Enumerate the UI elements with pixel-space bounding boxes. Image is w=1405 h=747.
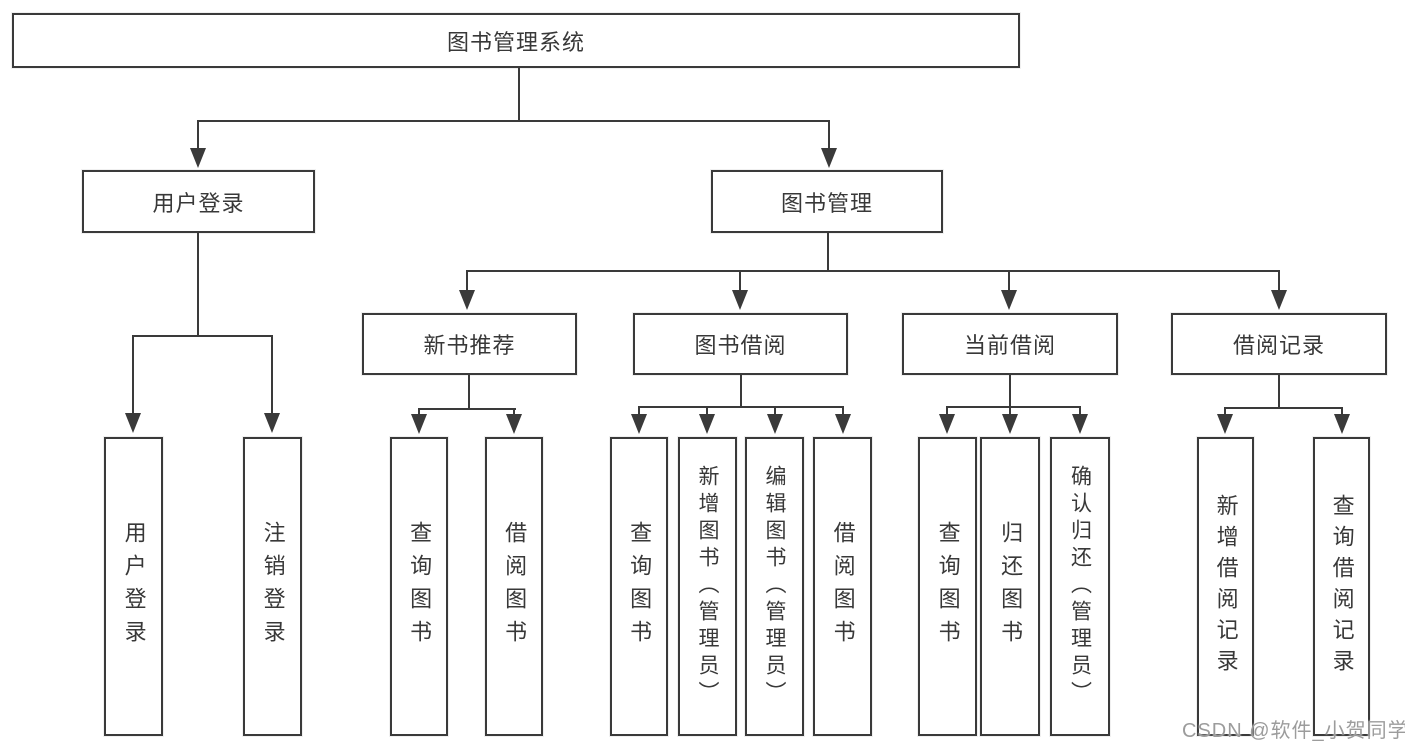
node-root: 图书管理系统 [12, 13, 1020, 68]
leaf-nr-query-books-label: 查询图书 [407, 520, 433, 653]
csdn-watermark: CSDN @软件_小贺同学 [1182, 720, 1405, 742]
leaf-logout-login-label: 注销登录 [260, 520, 286, 653]
connector-line [638, 406, 844, 408]
leaf-br-add-record-label: 新增借阅记录 [1213, 493, 1239, 680]
arrow-down-icon [699, 414, 715, 434]
leaf-user-login: 用户登录 [104, 437, 163, 736]
arrow-down-icon [732, 290, 748, 310]
connector-line [1079, 406, 1081, 416]
leaf-bb-edit-book-admin-label: 编辑图书（管理员） [763, 465, 787, 708]
arrow-down-icon [1271, 290, 1287, 310]
connector-line [1008, 270, 1010, 292]
node-borrowing-records: 借阅记录 [1171, 313, 1387, 375]
connector-line [638, 406, 640, 416]
connector-line [740, 375, 742, 408]
leaf-user-login-label: 用户登录 [121, 520, 147, 653]
connector-line [197, 120, 199, 150]
connector-line [132, 335, 134, 415]
connector-line [1009, 375, 1011, 408]
node-book-borrowing-label: 图书借阅 [694, 333, 787, 358]
connector-line [518, 68, 520, 122]
node-root-label: 图书管理系统 [446, 29, 585, 55]
leaf-nr-query-books: 查询图书 [390, 437, 448, 736]
leaf-bb-query-books-label: 查询图书 [627, 520, 653, 653]
leaf-bb-borrow-books-label: 借阅图书 [830, 520, 856, 653]
node-current-borrowing-label: 当前借阅 [963, 333, 1056, 358]
leaf-cb-query-books-label: 查询图书 [935, 520, 961, 653]
leaf-cb-confirm-return-admin-label: 确认归还（管理员） [1068, 465, 1092, 708]
node-book-borrowing: 图书借阅 [633, 313, 848, 375]
connector-line [1341, 407, 1343, 415]
node-book-management: 图书管理 [711, 170, 943, 233]
connector-line [513, 408, 515, 416]
leaf-bb-edit-book-admin: 编辑图书（管理员） [745, 437, 804, 736]
arrow-down-icon [1072, 414, 1088, 434]
node-user-login-label: 用户登录 [152, 190, 245, 216]
connector-line [197, 233, 199, 337]
node-new-book-recommendation-label: 新书推荐 [423, 333, 516, 358]
connector-line [1224, 407, 1226, 415]
leaf-bb-add-book-admin-label: 新增图书（管理员） [696, 465, 720, 708]
arrow-down-icon [821, 148, 837, 168]
connector-line [774, 406, 776, 416]
connector-line [418, 408, 516, 410]
leaf-nr-borrow-books: 借阅图书 [485, 437, 543, 736]
connector-line [1278, 270, 1280, 292]
connector-line [466, 270, 1280, 272]
leaf-bb-add-book-admin: 新增图书（管理员） [678, 437, 737, 736]
node-current-borrowing: 当前借阅 [902, 313, 1118, 375]
leaf-bb-borrow-books: 借阅图书 [813, 437, 872, 736]
leaf-br-query-record: 查询借阅记录 [1313, 437, 1370, 736]
arrow-down-icon [506, 414, 522, 434]
connector-line [946, 406, 948, 416]
arrow-down-icon [264, 413, 280, 433]
arrow-down-icon [767, 414, 783, 434]
connector-line [842, 406, 844, 416]
leaf-cb-return-books: 归还图书 [980, 437, 1040, 736]
connector-line [706, 406, 708, 416]
connector-line [739, 270, 741, 292]
leaf-br-add-record: 新增借阅记录 [1197, 437, 1254, 736]
arrow-down-icon [835, 414, 851, 434]
connector-line [828, 120, 830, 150]
arrow-down-icon [1001, 290, 1017, 310]
arrow-down-icon [631, 414, 647, 434]
connector-line [468, 375, 470, 410]
connector-line [827, 233, 829, 272]
arrow-down-icon [459, 290, 475, 310]
node-user-login: 用户登录 [82, 170, 315, 233]
connector-line [197, 120, 830, 122]
node-borrowing-records-label: 借阅记录 [1232, 333, 1325, 358]
connector-line [418, 408, 420, 416]
leaf-bb-query-books: 查询图书 [610, 437, 668, 736]
connector-line [466, 270, 468, 292]
leaf-br-query-record-label: 查询借阅记录 [1329, 493, 1355, 680]
arrow-down-icon [1334, 414, 1350, 434]
connector-line [132, 335, 273, 337]
connector-line [1224, 407, 1343, 409]
leaf-logout-login: 注销登录 [243, 437, 302, 736]
arrow-down-icon [939, 414, 955, 434]
arrow-down-icon [411, 414, 427, 434]
connector-line [1278, 375, 1280, 409]
arrow-down-icon [190, 148, 206, 168]
connector-line [946, 406, 1081, 408]
leaf-nr-borrow-books-label: 借阅图书 [502, 520, 528, 653]
arrow-down-icon [125, 413, 141, 433]
leaf-cb-confirm-return-admin: 确认归还（管理员） [1050, 437, 1110, 736]
node-book-management-label: 图书管理 [780, 190, 873, 216]
leaf-cb-return-books-label: 归还图书 [998, 520, 1024, 653]
connector-line [1009, 406, 1011, 416]
connector-line [271, 335, 273, 415]
node-new-book-recommendation: 新书推荐 [362, 313, 577, 375]
arrow-down-icon [1217, 414, 1233, 434]
leaf-cb-query-books: 查询图书 [918, 437, 977, 736]
arrow-down-icon [1002, 414, 1018, 434]
